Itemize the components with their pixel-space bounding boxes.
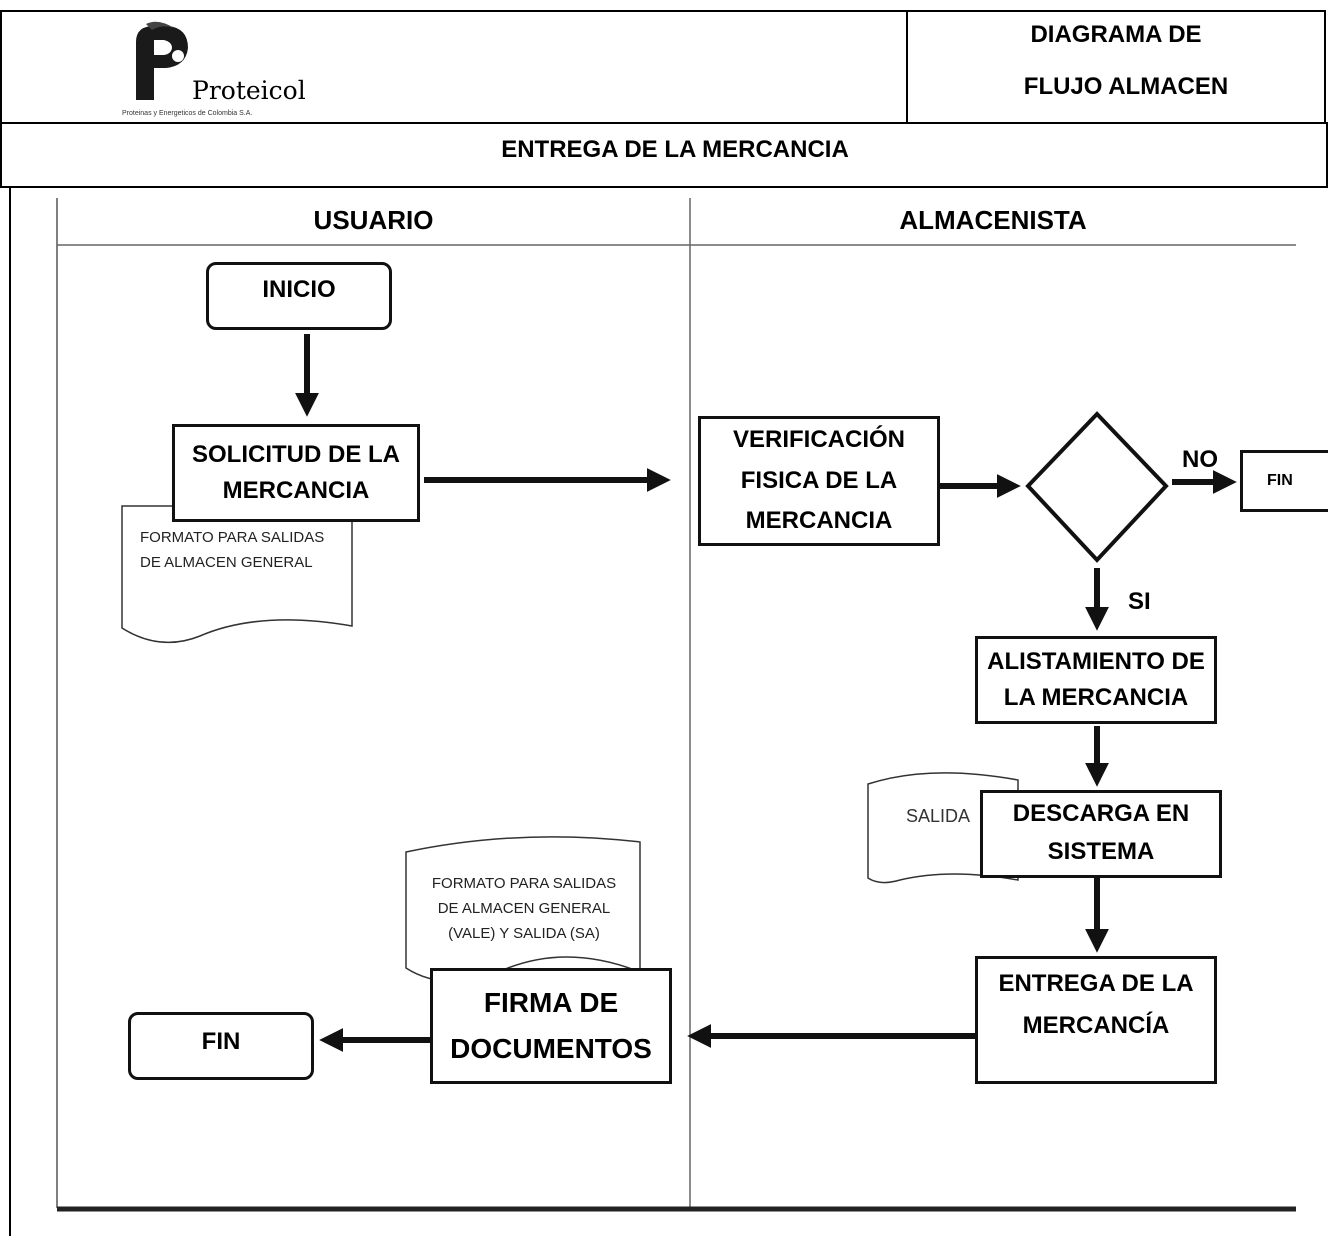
- formato1-document: FORMATO PARA SALIDAS DE ALMACEN GENERAL: [140, 526, 350, 576]
- salida-document: SALIDA: [906, 806, 971, 826]
- formato2-label-line1: FORMATO PARA SALIDAS: [431, 875, 617, 892]
- formato1-label-line1: FORMATO PARA SALIDAS: [140, 529, 325, 546]
- firma-node: FIRMA DE DOCUMENTOS: [430, 968, 672, 1084]
- lane-title-almacenista: ALMACENISTA: [899, 204, 1087, 235]
- formato1-label-line2: DE ALMACEN GENERAL: [140, 553, 313, 571]
- fin-left-node: FIN: [128, 1012, 314, 1080]
- fin-left-label: FIN: [201, 1028, 241, 1055]
- doc-type-line1: DIAGRAMA DE: [1030, 21, 1202, 48]
- verificacion-label-line2: FISICA DE LA: [740, 466, 898, 494]
- formato2-label-line3: (VALE) Y SALIDA (SA): [448, 924, 600, 942]
- formato2-label-line2: DE ALMACEN GENERAL: [437, 899, 611, 917]
- section-title: ENTREGA DE LA MERCANCIA: [501, 136, 849, 163]
- descarga-node: DESCARGA EN SISTEMA: [980, 790, 1222, 878]
- entrega-node: ENTREGA DE LA MERCANCÍA: [975, 956, 1217, 1084]
- formato1-document-shape: [121, 505, 353, 644]
- lane-title-usuario: USUARIO: [313, 204, 434, 235]
- solicitud-label-line2: MERCANCIA: [222, 477, 370, 504]
- decision-no-label: NO: [1182, 446, 1218, 473]
- proteicol-logo-icon: [136, 21, 188, 100]
- fin-right-node: FIN: [1240, 450, 1328, 512]
- alistamiento-label-line1: ALISTAMIENTO DE: [987, 648, 1205, 675]
- logo-subtext: Proteinas y Energeticos de Colombia S.A.: [122, 110, 253, 117]
- alistamiento-node: ALISTAMIENTO DE LA MERCANCIA: [975, 636, 1217, 724]
- descarga-label-line2: SISTEMA: [1047, 838, 1155, 866]
- inicio-node: INICIO: [206, 262, 392, 330]
- solicitud-label-line1: SOLICITUD DE LA: [192, 441, 400, 468]
- verificacion-label-line3: MERCANCIA: [745, 507, 893, 535]
- formato2-document: FORMATO PARA SALIDAS DE ALMACEN GENERAL …: [414, 872, 634, 946]
- alistamiento-label-line2: LA MERCANCIA: [1003, 684, 1189, 711]
- verificacion-label-line1: VERIFICACIÓN: [732, 425, 905, 453]
- fin-right-label: FIN: [1267, 472, 1293, 489]
- section-title-cell: [0, 122, 1328, 188]
- firma-label-line1: FIRMA DE: [483, 986, 619, 1018]
- solicitud-node: SOLICITUD DE LA MERCANCIA: [172, 424, 420, 522]
- firma-label-line2: DOCUMENTOS: [450, 1033, 652, 1064]
- entrega-label-line2: MERCANCÍA: [1022, 1012, 1170, 1039]
- doc-type-line2: FLUJO ALMACEN: [1023, 73, 1229, 100]
- verificacion-node: VERIFICACIÓN FISICA DE LA MERCANCIA: [698, 416, 940, 546]
- decision-si-label: SI: [1128, 588, 1151, 615]
- decision-diamond: [1025, 411, 1169, 563]
- entrega-label-line1: ENTREGA DE LA: [998, 970, 1194, 997]
- inicio-label: INICIO: [262, 276, 336, 303]
- logo-text: Proteicol: [192, 76, 306, 105]
- descarga-label-line1: DESCARGA EN: [1012, 800, 1190, 827]
